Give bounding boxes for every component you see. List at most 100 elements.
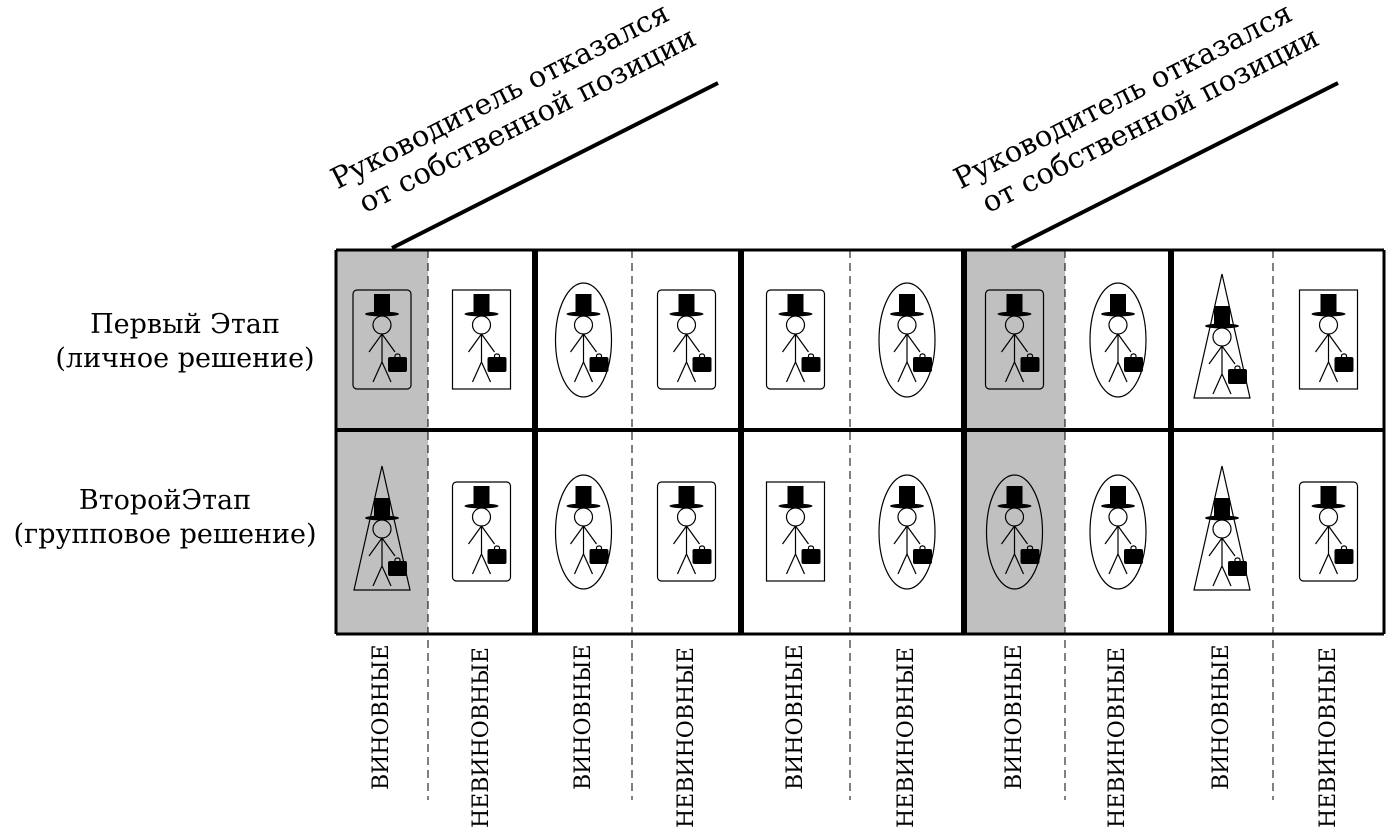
juror-cell (451, 481, 512, 582)
briefcase-icon (1124, 357, 1143, 372)
right-arm (1221, 537, 1236, 557)
left-leg (676, 361, 688, 383)
right-leg (1117, 361, 1128, 383)
right-leg (582, 361, 594, 383)
right-arm (481, 333, 495, 353)
juror-cell (353, 465, 411, 591)
right-leg (1327, 553, 1339, 575)
right-leg (1221, 565, 1232, 587)
right-leg (480, 361, 492, 383)
rounded-rect-frame (656, 481, 717, 582)
top-hat-icon (899, 294, 915, 314)
head (676, 315, 697, 335)
juror-cell (1193, 273, 1251, 399)
shaded-columns (336, 250, 1065, 634)
top-hat-icon (473, 486, 490, 506)
right-arm (906, 525, 921, 545)
right-arm (906, 333, 921, 353)
left-arm (368, 333, 383, 353)
head (785, 315, 806, 335)
briefcase-icon (1228, 369, 1247, 384)
left-leg (372, 361, 383, 383)
ellipse-frame (554, 474, 613, 590)
hat-brim (1101, 503, 1135, 509)
right-leg (906, 553, 917, 575)
left-leg (785, 553, 797, 575)
row-label-second-stage: ВторойЭтап (групповое решение) (0, 484, 330, 552)
row-title: ВторойЭтап (78, 485, 252, 516)
column-label: НЕВИНОВНЫЕ (673, 647, 699, 828)
ellipse-frame (985, 474, 1044, 590)
right-arm (795, 525, 809, 545)
briefcase-icon (1334, 357, 1354, 372)
briefcase-icon (801, 357, 821, 372)
column-label: ВИНОВНЫЕ (570, 644, 596, 790)
left-leg (785, 361, 797, 383)
right-leg (794, 361, 806, 383)
top-hat-icon (787, 294, 804, 314)
briefcase-icon (692, 357, 712, 372)
rect-frame (1298, 289, 1359, 390)
head (1318, 507, 1339, 527)
hat-brim (464, 503, 499, 509)
right-leg (1013, 361, 1025, 383)
right-leg (381, 361, 392, 383)
briefcase-icon (487, 549, 507, 564)
annotation-underlines (391, 81, 1339, 250)
left-arm (673, 333, 687, 353)
hat-brim (1101, 311, 1135, 317)
briefcase-icon (1334, 549, 1354, 564)
right-leg (685, 361, 697, 383)
left-arm (468, 333, 482, 353)
column-label: НЕВИНОВНЫЕ (894, 647, 919, 828)
hat-brim (778, 311, 813, 317)
juror-cell (985, 474, 1044, 590)
left-arm (570, 333, 584, 353)
left-arm (1315, 525, 1329, 545)
top-hat-icon (678, 294, 695, 314)
hat-brim (566, 311, 601, 317)
ellipse-frame (1089, 474, 1147, 590)
row-label-first-stage: Первый Этап (личное решение) (40, 308, 330, 376)
head (573, 315, 594, 335)
triangle-frame (1193, 465, 1251, 591)
juror-cell (554, 474, 613, 590)
rounded-rect-frame (1298, 481, 1359, 582)
rounded-rect-frame (984, 289, 1045, 390)
head (676, 507, 697, 527)
left-arm (468, 525, 482, 545)
juror-cell (1193, 465, 1251, 591)
head (897, 507, 917, 527)
right-leg (480, 553, 492, 575)
juror-cell (765, 481, 826, 582)
juror-cell (984, 289, 1045, 390)
left-arm (673, 525, 687, 545)
briefcase-icon (1124, 549, 1143, 564)
left-leg (573, 361, 585, 383)
row-subtitle: (личное решение) (55, 343, 315, 374)
right-arm (583, 525, 597, 545)
top-hat-icon (473, 294, 490, 314)
juror-cells (352, 273, 1359, 591)
left-arm (1104, 333, 1119, 353)
right-arm (686, 525, 700, 545)
briefcase-icon (801, 549, 821, 564)
left-arm (570, 525, 584, 545)
right-arm (1117, 525, 1132, 545)
briefcase-icon (487, 357, 507, 372)
hat-brim (997, 503, 1032, 509)
hat-brim (890, 311, 924, 317)
right-arm (1221, 345, 1236, 365)
right-arm (1117, 333, 1132, 353)
right-arm (481, 525, 495, 545)
row-title: Первый Этап (90, 309, 280, 340)
left-arm (1001, 525, 1015, 545)
top-hat-icon (899, 486, 915, 506)
ellipse-frame (554, 282, 613, 398)
briefcase-icon (1020, 357, 1040, 372)
right-arm (583, 333, 597, 353)
left-leg (573, 553, 585, 575)
head (1318, 315, 1339, 335)
column-label: НЕВИНОВНЫЕ (1105, 647, 1130, 828)
